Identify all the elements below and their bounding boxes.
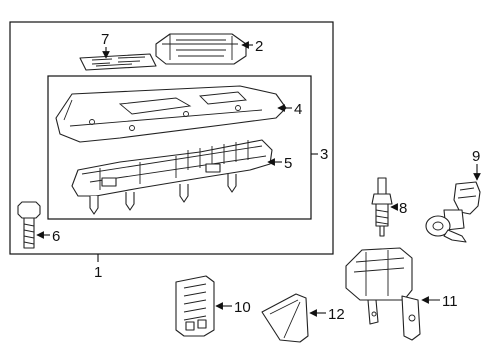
assembly-outer-frame [9, 21, 334, 255]
part-9-sensor[interactable] [425, 181, 481, 243]
callout-4: 4 [294, 101, 302, 118]
callout-3: 3 [320, 146, 328, 163]
part-10-relay-block[interactable] [175, 275, 215, 337]
callout-11: 11 [442, 293, 458, 310]
part-2-control-module[interactable] [155, 33, 247, 65]
callout-9: 9 [472, 148, 480, 165]
part-8-spark-plug[interactable] [371, 177, 393, 237]
part-4-engine-cover[interactable] [55, 85, 287, 143]
part-5-ignition-coil-rail[interactable] [71, 139, 273, 215]
callout-12: 12 [328, 306, 345, 323]
cover-subassembly-frame [47, 75, 312, 220]
callout-7: 7 [101, 31, 109, 48]
callout-10: 10 [234, 299, 251, 316]
part-11-bracket[interactable] [345, 247, 421, 341]
part-12-cover-cap[interactable] [261, 293, 309, 343]
callout-8: 8 [399, 200, 407, 217]
callout-1: 1 [94, 264, 102, 281]
callout-5: 5 [284, 155, 292, 172]
callout-6: 6 [52, 228, 60, 245]
part-7-label-plate[interactable] [79, 53, 157, 71]
part-6-bolt[interactable] [17, 201, 41, 249]
callout-2: 2 [255, 38, 263, 55]
